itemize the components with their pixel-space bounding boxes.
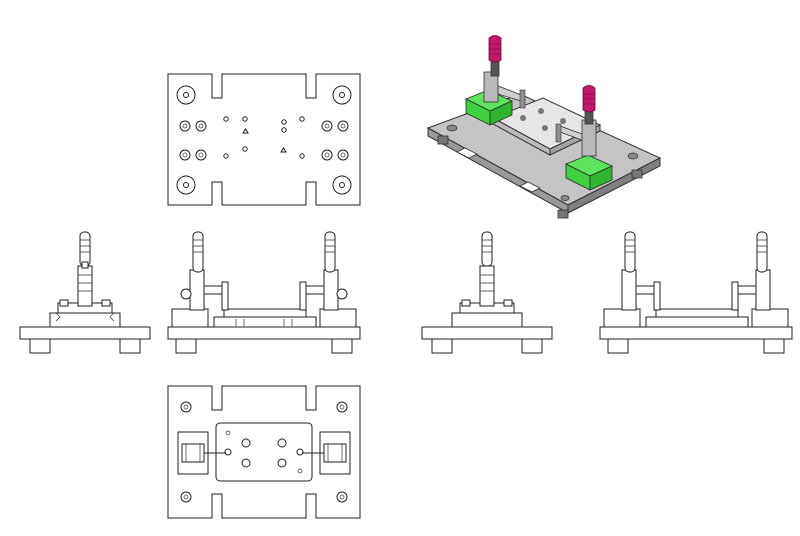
front-view-fixture-plate xyxy=(213,316,317,328)
left-view-clamp xyxy=(77,231,93,307)
bottom-view xyxy=(167,385,361,519)
rear-view-base-plate xyxy=(599,326,793,340)
front-view-clamp-left xyxy=(180,231,229,311)
iso-toggle-clamp-left xyxy=(483,53,526,109)
isometric-view xyxy=(426,35,662,219)
iso-green-block-right xyxy=(565,154,613,191)
top-view xyxy=(167,73,361,206)
top-view-corner-holes xyxy=(176,85,352,195)
bottom-view-clamp-left xyxy=(177,431,226,475)
front-view-clamp-right xyxy=(299,231,348,311)
top-view-bolt-holes xyxy=(179,120,349,161)
right-side-view xyxy=(421,231,553,354)
front-view xyxy=(167,231,361,354)
top-view-plate-outline xyxy=(167,73,361,206)
right-view-base-plate xyxy=(421,326,553,340)
iso-handle-right xyxy=(582,85,596,113)
front-view-base-plate xyxy=(167,326,361,340)
left-view-foot xyxy=(29,338,51,354)
rear-view-clamp-right xyxy=(731,231,771,311)
bottom-view-fixture-plate xyxy=(215,422,313,482)
rear-view xyxy=(599,231,793,354)
bottom-view-clamp-right xyxy=(302,431,351,475)
iso-handle-left xyxy=(488,35,502,63)
right-view-clamp xyxy=(479,231,495,307)
iso-toggle-clamp-right xyxy=(555,103,597,157)
left-side-view xyxy=(19,231,151,354)
rear-view-clamp-left xyxy=(621,231,661,311)
bottom-view-corner-holes xyxy=(180,401,348,503)
left-view-base-plate xyxy=(19,326,151,340)
bottom-view-plate-holes xyxy=(224,430,304,474)
left-view-foot xyxy=(119,338,141,354)
top-view-locating-holes xyxy=(223,116,305,159)
